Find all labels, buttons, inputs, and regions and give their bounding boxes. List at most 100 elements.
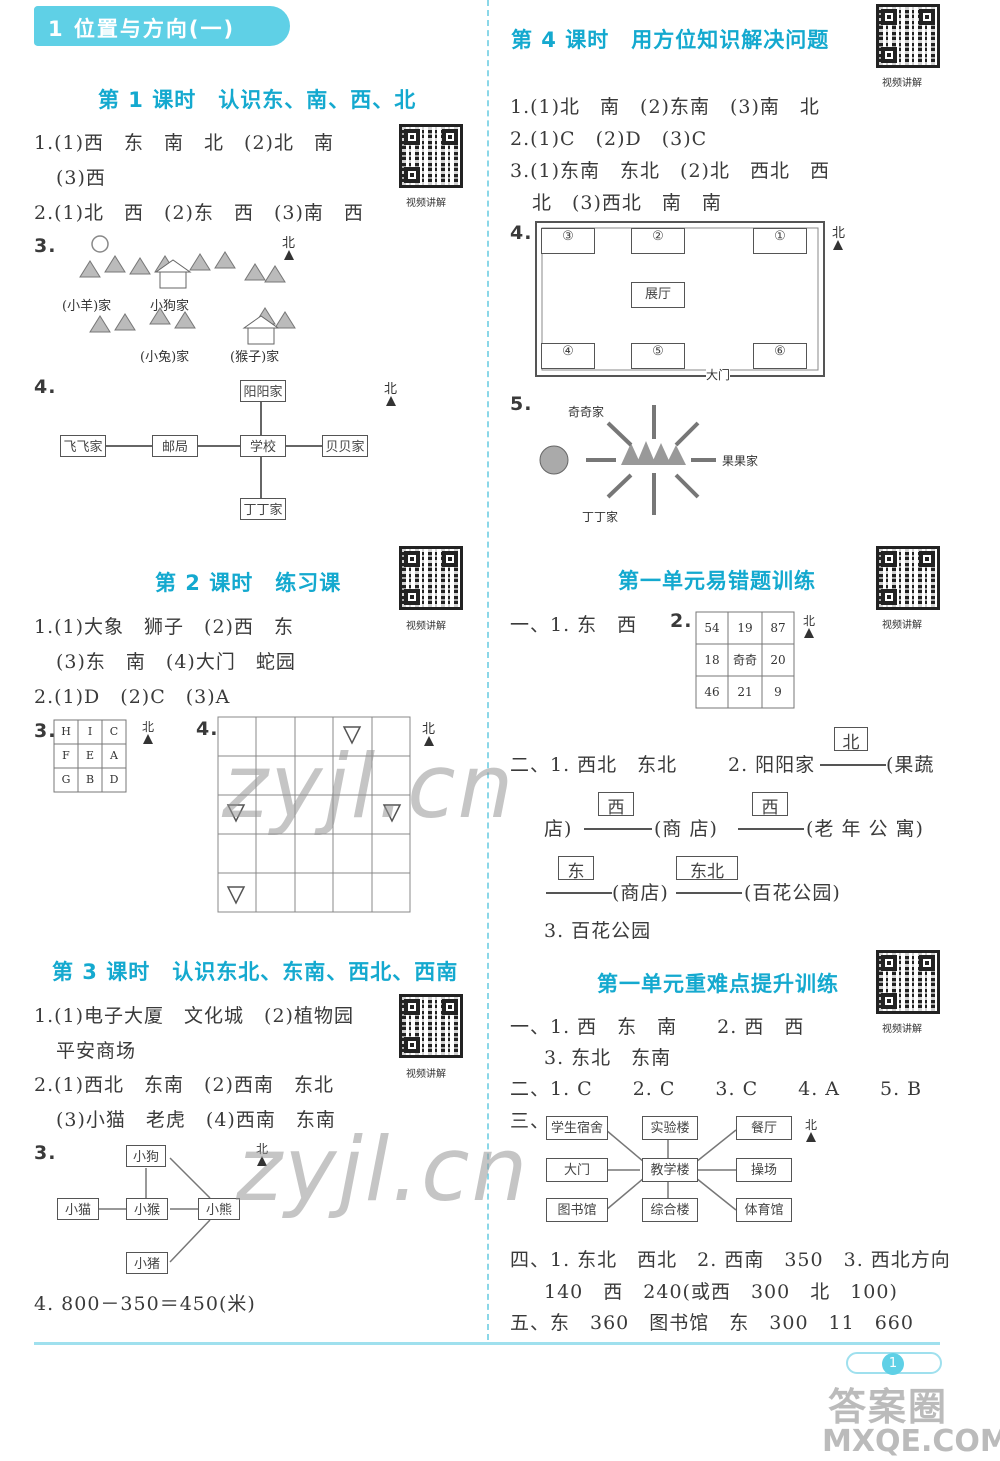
lesson4-title: 第 4 课时 用方位知识解决问题 xyxy=(511,28,830,52)
box-school: 学校 xyxy=(240,435,286,457)
site-watermark: MXQE.COM xyxy=(822,1424,1000,1459)
north-label: 北 xyxy=(256,1142,269,1156)
watermark-text: zyjl.cn xyxy=(236,1118,530,1221)
box-canteen: 餐厅 xyxy=(736,1116,792,1140)
l4-q1: 1.(1)北 南 (2)东南 (3)南 北 xyxy=(510,96,820,118)
adv-a6: 五、东 360 图书馆 东 300 11 660 xyxy=(510,1312,914,1334)
err-p5: (商店) xyxy=(612,882,669,904)
arrow-line xyxy=(676,892,742,894)
page-number-pill: 1 xyxy=(846,1352,942,1375)
room-5: ⑤ xyxy=(631,343,685,369)
room-6: ⑥ xyxy=(753,343,807,369)
direction-box: 西 xyxy=(752,792,788,818)
err-s4: 2. 阳阳家 xyxy=(728,754,816,776)
room-4: ④ xyxy=(541,343,595,369)
box-playground: 操场 xyxy=(736,1158,792,1182)
adv-a1: 一、1. 西 东 南 2. 西 西 xyxy=(510,1016,805,1038)
error-practice-title: 第一单元易错题训练 xyxy=(618,569,816,593)
qr-label: 视频讲解 xyxy=(406,1069,446,1080)
north-label: 北 xyxy=(142,720,155,734)
advanced-practice-title: 第一单元重难点提升训练 xyxy=(597,972,839,996)
page-number: 1 xyxy=(882,1353,904,1375)
grid-cell: G xyxy=(61,773,71,786)
box-lab-building: 实验楼 xyxy=(642,1116,698,1140)
grid-cell: I xyxy=(87,725,93,738)
qr-label: 视频讲解 xyxy=(406,621,446,632)
number-grid: 54 19 87 18 奇奇 20 46 21 9 xyxy=(696,612,794,708)
l2-letter-grid xyxy=(53,719,127,793)
arrow-line xyxy=(738,828,804,830)
l1-q1b: (3)西 xyxy=(56,167,106,189)
qr-code-advanced[interactable] xyxy=(876,950,940,1014)
box-gym: 体育馆 xyxy=(736,1198,792,1222)
direction-box: 东 xyxy=(558,856,594,882)
houses-map-figure xyxy=(79,235,296,345)
column-divider xyxy=(487,0,489,1340)
direction-box: 东北 xyxy=(676,856,738,882)
number-grid-lines xyxy=(695,611,795,709)
house-label-sheep: (小羊)家 xyxy=(62,299,112,314)
north-arrow-icon xyxy=(833,240,843,250)
grid-cell: 87 xyxy=(770,621,786,635)
qr-code-lesson3[interactable] xyxy=(399,994,463,1058)
arrow-line xyxy=(584,828,652,830)
l1-q3-label: 3. xyxy=(34,235,57,257)
l3-q1b: 平安商场 xyxy=(56,1040,137,1062)
box-dormitory: 学生宿舍 xyxy=(546,1116,608,1140)
qr-code-lesson1[interactable] xyxy=(399,124,463,188)
footer-rule xyxy=(34,1342,940,1345)
grid-cell: 21 xyxy=(737,685,753,699)
north-label: 北 xyxy=(282,236,296,251)
err-s3: 二、1. 西北 东北 xyxy=(510,754,678,776)
l3-q3-lines xyxy=(98,1157,211,1263)
grid-cell: E xyxy=(85,749,95,762)
l1-q2: 2.(1)北 西 (2)东 西 (3)南 西 xyxy=(34,202,364,224)
err-p3: (商 店) xyxy=(654,818,718,840)
l4-q3a: 3.(1)东南 东北 (2)北 西北 西 xyxy=(510,160,830,182)
grid-cell: F xyxy=(62,749,70,762)
qr-code-lesson4[interactable] xyxy=(876,4,940,68)
qr-code-lesson2[interactable] xyxy=(399,546,463,610)
l3-q2a: 2.(1)西北 东南 (2)西南 东北 xyxy=(34,1074,334,1096)
house-label-monkey: (猴子)家 xyxy=(230,350,280,365)
qr-code-errors[interactable] xyxy=(876,546,940,610)
l3-q1a: 1.(1)电子大厦 文化城 (2)植物园 xyxy=(34,1005,354,1027)
lesson2-title: 第 2 课时 练习课 xyxy=(155,571,342,595)
box-gate: 大门 xyxy=(546,1158,608,1182)
grid-cell: H xyxy=(61,725,71,738)
lesson1-title: 第 1 课时 认识东、南、西、北 xyxy=(98,88,417,112)
qr-label: 视频讲解 xyxy=(882,1024,922,1035)
direction-box: 北 xyxy=(834,727,868,753)
qr-label: 视频讲解 xyxy=(406,198,446,209)
l4-q2: 2.(1)C (2)D (3)C xyxy=(510,128,708,150)
grid-cell: 19 xyxy=(737,621,753,635)
watermark-text: zyjl.cn xyxy=(222,735,516,838)
north-label: 北 xyxy=(422,722,436,737)
l2-q2: 2.(1)D (2)C (3)A xyxy=(34,686,231,708)
l2-q3-label: 3. xyxy=(34,720,57,742)
l3-q4: 4. 800－350＝450(米) xyxy=(34,1293,256,1315)
site-logo: 答案圈 xyxy=(828,1385,949,1429)
room-hall: 展厅 xyxy=(631,282,685,308)
north-label: 北 xyxy=(832,226,846,241)
house-label-rabbit: (小兔)家 xyxy=(140,350,190,365)
arrow-line xyxy=(546,892,612,894)
grid-cell: 20 xyxy=(770,653,786,667)
err-s2-label: 2. xyxy=(670,610,693,632)
box-cat: 小猫 xyxy=(57,1198,99,1220)
box-library: 图书馆 xyxy=(546,1198,608,1222)
grid-cell: 54 xyxy=(704,621,720,635)
grid-cell: D xyxy=(109,773,119,786)
box-pig: 小猪 xyxy=(126,1252,168,1274)
l4-q3b: 北 (3)西北 南 南 xyxy=(532,192,722,214)
err-p2: 店) xyxy=(544,818,573,840)
box-post-office: 邮局 xyxy=(152,435,198,457)
err-p6: (百花公园) xyxy=(744,882,841,904)
north-arrow-icon xyxy=(257,1156,267,1166)
qiqi-home-label: 奇奇家 xyxy=(568,405,605,419)
chapter-title: 1 位置与方向(一) xyxy=(48,17,236,41)
box-feifei-home: 飞飞家 xyxy=(60,435,106,457)
north-arrow-icon xyxy=(143,734,153,744)
dingding-home-label: 丁丁家 xyxy=(582,510,619,524)
box-yangyang-home: 阳阳家 xyxy=(240,380,286,402)
